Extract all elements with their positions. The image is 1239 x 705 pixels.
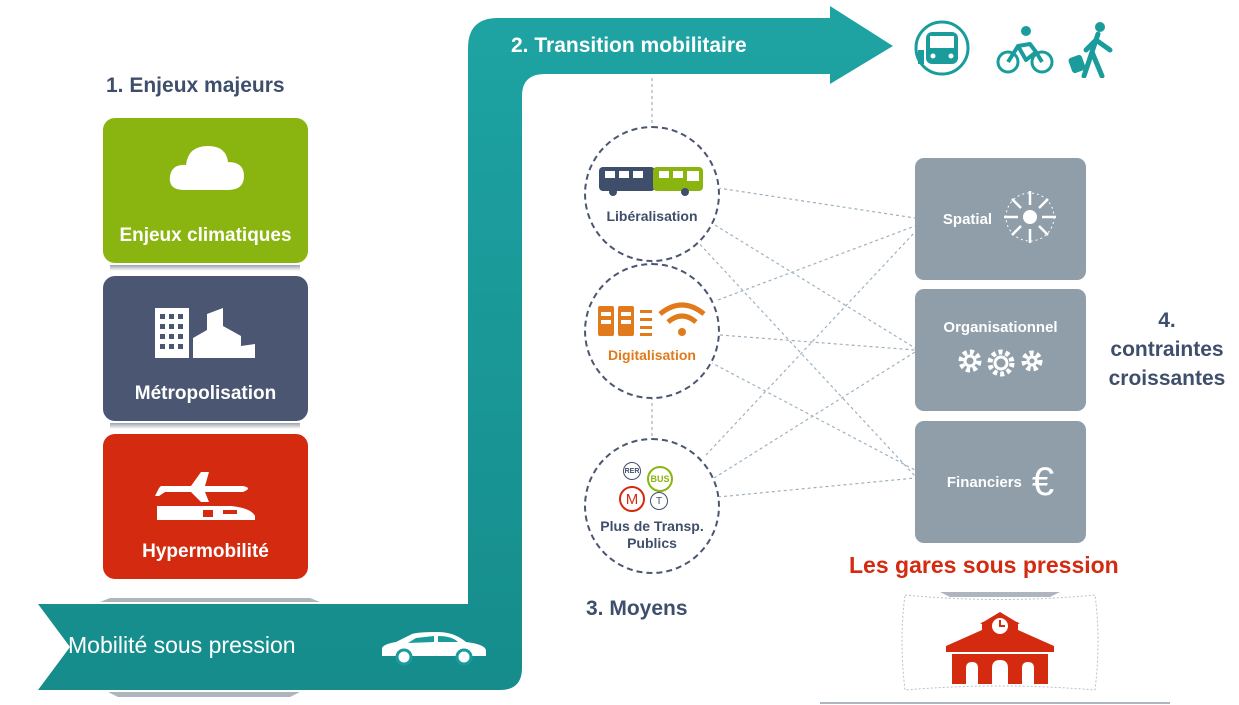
card-label: Métropolisation (134, 383, 277, 404)
bus-badge: BUS (647, 466, 673, 492)
heading-moyens: 3. Moyens (586, 597, 688, 620)
card-label: Enjeux climatiques (119, 225, 292, 246)
heading-transition-mobilitaire: 2. Transition mobilitaire (511, 34, 747, 57)
heading-enjeux-majeurs: 1. Enjeux majeurs (106, 74, 285, 97)
car-icon (378, 630, 490, 671)
means-transports-publics: RER BUS M T Plus de Transp. Publics (584, 438, 720, 574)
means-label: Libéralisation (606, 208, 698, 224)
cyclist-icon (996, 26, 1054, 79)
gears-icon (956, 344, 1046, 382)
means-liberalisation: Libéralisation (584, 126, 720, 262)
euro-icon: € (1031, 460, 1055, 504)
walker-luggage-icon (1066, 22, 1118, 83)
connector-lines (651, 78, 916, 498)
mobility-band (38, 6, 893, 690)
mobility-label: Mobilité sous pression (68, 632, 296, 658)
card-metropolisation: Métropolisation (103, 276, 308, 421)
means-digitalisation: Digitalisation (584, 263, 720, 399)
means-label-line1: Plus de Transp. (600, 518, 704, 534)
train-station-icon (944, 610, 1056, 691)
city-buildings-icon (103, 304, 308, 360)
constraint-spatial: Spatial (915, 158, 1086, 280)
card-hypermobilite: Hypermobilité (103, 434, 308, 579)
constraint-label: Organisationnel (943, 318, 1058, 336)
card-label: Hypermobilité (142, 541, 269, 562)
plane-train-icon (103, 468, 308, 524)
tram-badge: T (650, 492, 668, 510)
constraint-organisationnel: Organisationnel (915, 289, 1086, 411)
card-enjeux-climatiques: Enjeux climatiques (103, 118, 308, 263)
stations-under-pressure-label: Les gares sous pression (849, 552, 1119, 578)
transit-logos-icon: RER BUS M T (617, 460, 687, 518)
constraint-label: Spatial (942, 210, 993, 228)
constraint-label: Financiers (946, 473, 1022, 491)
rer-badge: RER (623, 462, 641, 480)
train-front-icon (912, 20, 972, 81)
constraint-financiers: Financiers € (915, 421, 1086, 543)
means-label: Digitalisation (608, 347, 696, 363)
cloud-icon (103, 140, 308, 196)
bus-icon (597, 163, 707, 202)
compress-arrows-icon (1002, 189, 1058, 249)
means-label-line2: Publics (627, 535, 677, 551)
battery-wifi-icon (596, 298, 708, 343)
heading-contraintes: 4. contraintes croissantes (1108, 309, 1226, 390)
metro-badge: M (619, 486, 645, 512)
